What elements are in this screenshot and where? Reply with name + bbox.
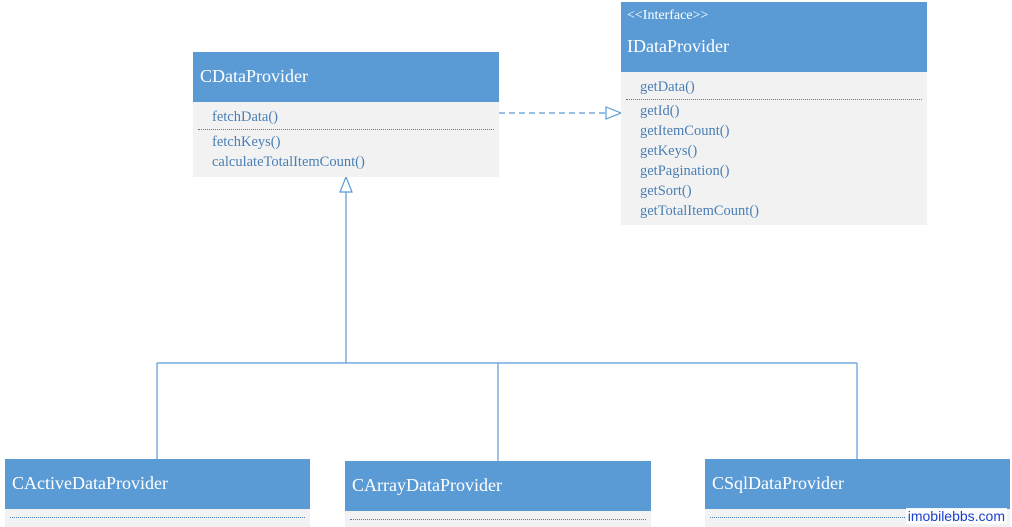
class-header: CDataProvider bbox=[193, 52, 499, 102]
watermark: imobilebbs.com bbox=[905, 508, 1007, 524]
operation-getpagination: getPagination() bbox=[640, 163, 730, 179]
operation-fetchkeys: fetchKeys() bbox=[212, 134, 281, 150]
class-carraydataprovider[interactable]: CArrayDataProvider bbox=[345, 461, 651, 527]
class-header: CSqlDataProvider bbox=[705, 459, 1010, 509]
class-name: CSqlDataProvider bbox=[712, 473, 844, 493]
operation-separator bbox=[10, 517, 305, 518]
operation-separator bbox=[626, 99, 922, 100]
class-cdataprovider[interactable]: CDataProvider fetchData() fetchKeys() ca… bbox=[193, 52, 499, 177]
class-name: CActiveDataProvider bbox=[12, 473, 168, 493]
class-body: getData() getId() getItemCount() getKeys… bbox=[621, 72, 927, 225]
operation-fetchdata: fetchData() bbox=[212, 109, 279, 125]
class-name: IDataProvider bbox=[627, 36, 729, 56]
inheritance-arrowhead bbox=[339, 175, 353, 193]
operation-getitemcount: getItemCount() bbox=[640, 123, 730, 139]
class-body bbox=[5, 509, 310, 527]
realization-arrowhead bbox=[605, 106, 623, 120]
operation-getdata: getData() bbox=[640, 79, 695, 95]
operation-getkeys: getKeys() bbox=[640, 143, 698, 159]
operation-gettotalitemcount: getTotalItemCount() bbox=[640, 203, 759, 219]
class-cactivedataprovider[interactable]: CActiveDataProvider bbox=[5, 459, 310, 527]
class-body bbox=[345, 511, 651, 527]
operation-separator bbox=[350, 519, 646, 520]
operation-separator bbox=[710, 517, 1005, 518]
interface-stereotype: <<Interface>> bbox=[627, 8, 709, 23]
operation-getid: getId() bbox=[640, 103, 680, 119]
operation-getsort: getSort() bbox=[640, 183, 692, 199]
class-body: fetchData() fetchKeys() calculateTotalIt… bbox=[193, 102, 499, 177]
class-name: CDataProvider bbox=[200, 66, 308, 86]
class-header: <<Interface>> IDataProvider bbox=[621, 2, 927, 72]
operation-separator bbox=[198, 129, 494, 130]
class-name: CArrayDataProvider bbox=[352, 475, 502, 495]
operation-calculatetotalitemcount: calculateTotalItemCount() bbox=[212, 154, 365, 170]
interface-idataprovider[interactable]: <<Interface>> IDataProvider getData() ge… bbox=[621, 2, 927, 225]
class-header: CArrayDataProvider bbox=[345, 461, 651, 511]
class-header: CActiveDataProvider bbox=[5, 459, 310, 509]
